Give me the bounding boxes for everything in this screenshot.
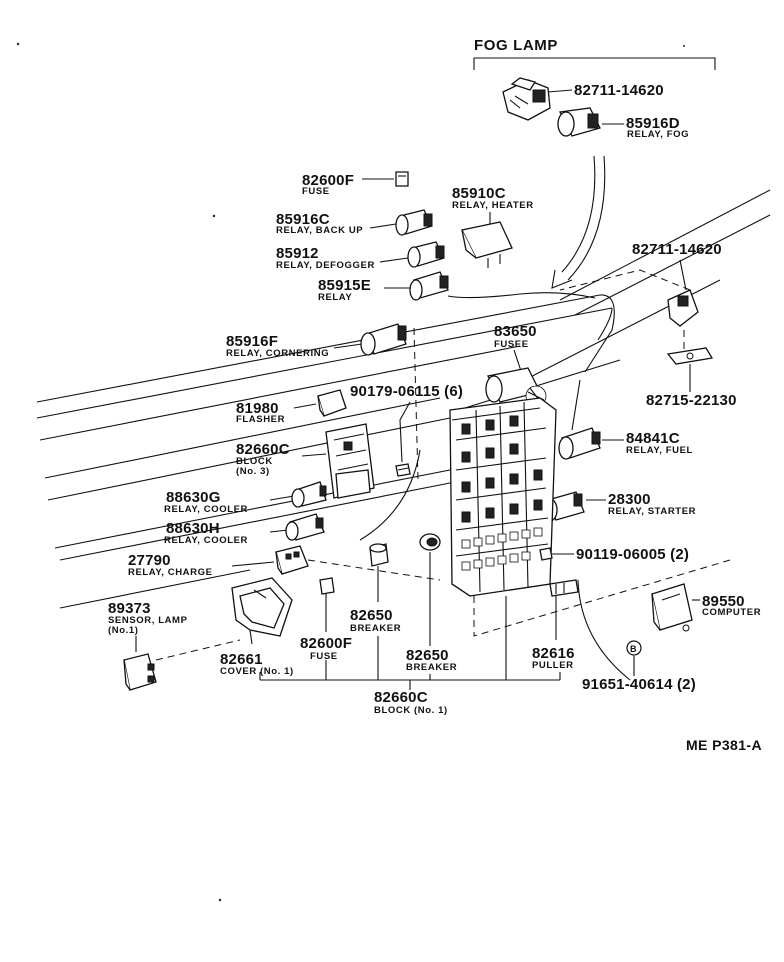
part-number-89550: 89550: [702, 593, 745, 610]
part-number-83650: 83650: [494, 323, 537, 340]
relay-heater-85910c: 85910C RELAY, HEATER: [452, 185, 534, 268]
desc-sensor-lamp: SENSOR, LAMP: [108, 615, 188, 626]
relay-starter-28300: 28300 RELAY, STARTER: [542, 491, 696, 522]
desc-breaker-left: BREAKER: [350, 623, 401, 634]
breaker-82650-left: 82650 BREAKER: [350, 543, 401, 634]
part-number-90179-06115: 90179-06115 (6): [350, 383, 463, 400]
part-number-82660c-no3: 82660C: [236, 441, 290, 458]
relay-defogger-85912: 85912 RELAY, DEFOGGER: [276, 241, 445, 271]
part-number-82660c-no1: 82660C: [374, 689, 428, 706]
scan-specks: [16, 42, 685, 902]
desc-computer: COMPUTER: [702, 607, 761, 618]
desc-fuse-top: FUSE: [302, 186, 330, 197]
cover-82661: 82661 COVER (No. 1): [220, 577, 294, 677]
part-number-85916d: 85916D: [626, 115, 680, 132]
part-number-90119-06005: 90119-06005 (2): [576, 546, 689, 563]
part-number-85916f: 85916F: [226, 333, 278, 350]
desc-relay-backup: RELAY, BACK UP: [276, 225, 363, 236]
desc-relay-starter: RELAY, STARTER: [608, 506, 696, 517]
block-no1-82660c: 82660C BLOCK (No. 1): [259, 596, 561, 716]
puller-82616: 82616 PULLER: [532, 579, 579, 671]
part-number-82715-22130: 82715-22130: [646, 392, 737, 409]
desc-relay-cooler-g: RELAY, COOLER: [164, 504, 248, 515]
part-number-82650-right: 82650: [406, 647, 449, 664]
desc-relay-cornering: RELAY, CORNERING: [226, 348, 329, 359]
desc-relay-defogger: RELAY, DEFOGGER: [276, 260, 375, 271]
desc-relay-cooler-h: RELAY, COOLER: [164, 535, 248, 546]
part-number-82616: 82616: [532, 645, 575, 662]
desc-relay-charge: RELAY, CHARGE: [128, 567, 213, 578]
part-number-85916c: 85916C: [276, 211, 330, 228]
relay-85915e: 85915E RELAY: [318, 271, 596, 303]
fuse-82600f-lower: 82600F FUSE: [300, 577, 352, 662]
junction-block-slots: [461, 415, 543, 571]
relay-fuel-84841c: 84841C RELAY, FUEL: [558, 379, 693, 460]
junction-block-main: [449, 397, 731, 637]
part-number-82661: 82661: [220, 651, 263, 668]
desc-block-no1: BLOCK (No. 1): [374, 705, 448, 716]
desc-flasher: FLASHER: [236, 414, 285, 425]
part-number-85910c: 85910C: [452, 185, 506, 202]
part-number-85912: 85912: [276, 245, 319, 262]
part-number-88630g: 88630G: [166, 489, 221, 506]
part-number-84841c: 84841C: [626, 430, 680, 447]
block-no3-82660c: 82660C BLOCK (No. 3): [236, 423, 375, 499]
fog-lamp-group: FOG LAMP 82711-14620 85916D RELAY, FOG: [473, 37, 716, 289]
part-number-91651-40614: 91651-40614 (2): [582, 676, 696, 693]
part-number-82711-14620-a: 82711-14620: [574, 82, 664, 99]
sensor-lamp-89373: 89373 SENSOR, LAMP (No.1): [108, 600, 241, 691]
desc-relay: RELAY: [318, 292, 352, 303]
bolt-91651-40614: 91651-40614 (2): [577, 579, 696, 693]
desc-cover: COVER (No. 1): [220, 666, 294, 677]
relay-cooler-88630h: 88630H RELAY, COOLER: [164, 449, 421, 546]
relay-charge-27790: 27790 RELAY, CHARGE: [128, 545, 441, 581]
part-number-82711-14620-b: 82711-14620: [632, 241, 722, 258]
figure-code: ME P381-A: [686, 737, 762, 753]
computer-89550: 89550 COMPUTER: [651, 583, 761, 632]
desc-block-no3: BLOCK: [236, 456, 273, 467]
bolt-90179-06115: 90179-06115 (6): [350, 383, 463, 477]
desc-fuse-lower: FUSE: [310, 651, 338, 662]
fog-lamp-header: FOG LAMP: [474, 37, 558, 54]
fog-socket-part: [502, 77, 551, 121]
desc-relay-heater: RELAY, HEATER: [452, 200, 534, 211]
desc-sensor-lamp-number: (No.1): [108, 625, 139, 636]
part-number-82600f-lower: 82600F: [300, 635, 352, 652]
desc-fusee: FUSEE: [494, 339, 529, 350]
relay-fog-part: [557, 107, 601, 137]
bolt-90119-06005: 90119-06005 (2): [539, 546, 689, 563]
desc-puller: PULLER: [532, 660, 574, 671]
socket-82711-14620-right: 82711-14620 82715-22130: [559, 241, 737, 409]
callout-b-label: B: [630, 644, 637, 654]
part-number-89373: 89373: [108, 600, 151, 617]
relay-backup-85916c: 85916C RELAY, BACK UP: [276, 209, 433, 236]
desc-relay-fog: RELAY, FOG: [627, 129, 689, 140]
breaker-82650-right: 82650 BREAKER: [406, 533, 457, 673]
relay-cooler-88630g: 88630G RELAY, COOLER: [164, 481, 327, 515]
part-number-85915e: 85915E: [318, 277, 371, 294]
fusee-83650: 83650 FUSEE: [485, 323, 547, 407]
desc-block-no3-number: (No. 3): [236, 466, 270, 477]
fuse-82600f-top: 82600F FUSE: [302, 171, 409, 197]
desc-relay-fuel: RELAY, FUEL: [626, 445, 693, 456]
part-number-28300: 28300: [608, 491, 651, 508]
part-number-27790: 27790: [128, 552, 171, 569]
relay-cornering-85916f: 85916F RELAY, CORNERING: [226, 323, 419, 481]
part-number-82650-left: 82650: [350, 607, 393, 624]
part-number-81980: 81980: [236, 400, 279, 417]
desc-breaker-right: BREAKER: [406, 662, 457, 673]
flasher-81980: 81980 FLASHER: [236, 389, 347, 425]
part-number-88630h: 88630H: [166, 520, 220, 537]
callout-b: B: [626, 640, 642, 676]
part-number-82600f-top: 82600F: [302, 172, 354, 189]
